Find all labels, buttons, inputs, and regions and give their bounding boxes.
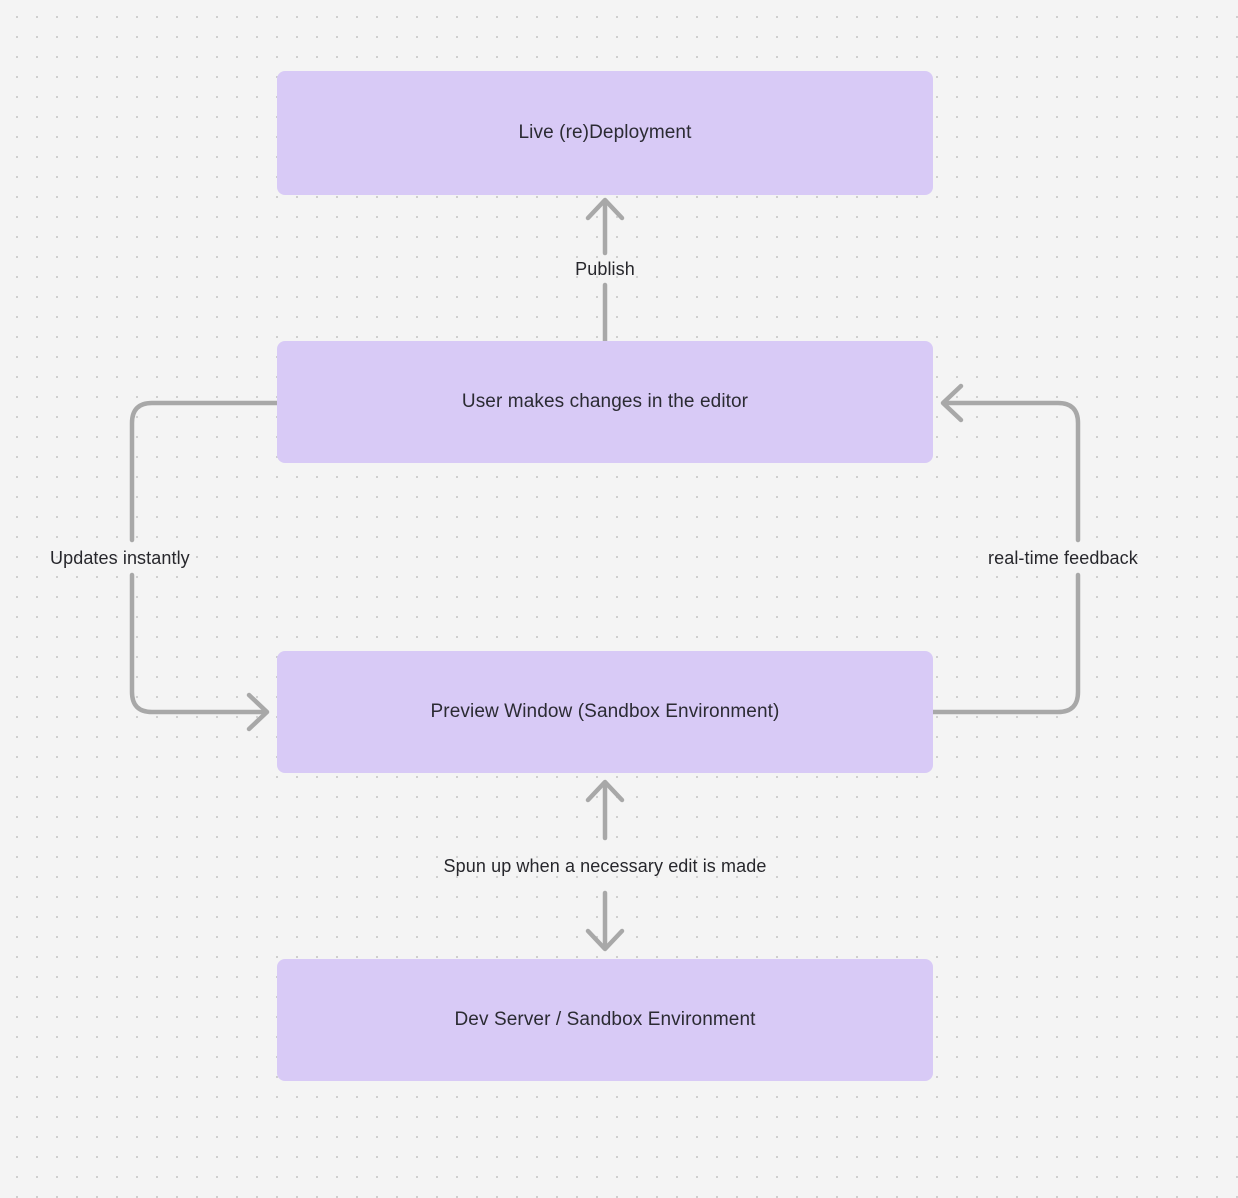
edge-label-real-time-feedback: real-time feedback bbox=[988, 548, 1138, 568]
edge-publish-arrowhead bbox=[585, 197, 625, 221]
edge-feedback-arrowhead bbox=[940, 383, 964, 423]
edge-label-publish: Publish bbox=[575, 259, 635, 279]
node-live-redeployment-label: Live (re)Deployment bbox=[518, 122, 692, 144]
node-user-makes-changes-in-the-editor[interactable]: User makes changes in the editor bbox=[277, 341, 933, 463]
edge-updates-upper-segment bbox=[129, 400, 280, 543]
edge-label-spun-up: Spun up when a necessary edit is made bbox=[443, 856, 767, 876]
node-editor-label: User makes changes in the editor bbox=[461, 391, 749, 413]
edge-spinup-down-arrowhead bbox=[585, 928, 625, 952]
edge-spinup-up-arrowhead bbox=[585, 779, 625, 803]
node-dev-server-label: Dev Server / Sandbox Environment bbox=[454, 1009, 756, 1031]
node-dev-server-sandbox-environment[interactable]: Dev Server / Sandbox Environment bbox=[277, 959, 933, 1081]
node-live-redeployment[interactable]: Live (re)Deployment bbox=[277, 71, 933, 195]
edge-label-updates-instantly: Updates instantly bbox=[50, 548, 190, 568]
edge-updates-arrowhead bbox=[246, 692, 270, 732]
edge-feedback-lower-segment bbox=[930, 572, 1081, 715]
edge-updates-lower-segment bbox=[129, 572, 268, 715]
edge-feedback-upper-segment bbox=[942, 400, 1081, 543]
node-preview-window[interactable]: Preview Window (Sandbox Environment) bbox=[277, 651, 933, 773]
node-preview-window-label: Preview Window (Sandbox Environment) bbox=[430, 701, 780, 723]
